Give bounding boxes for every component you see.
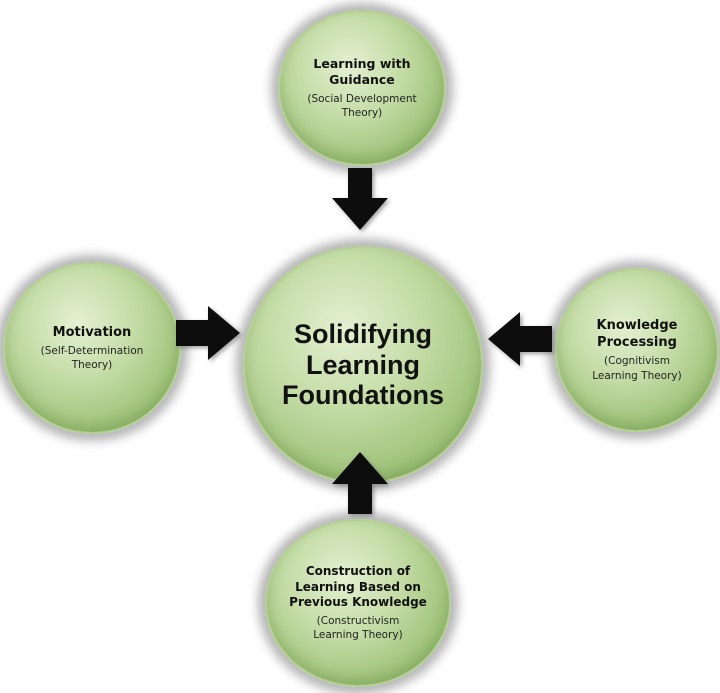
node-title: Knowledge Processing bbox=[596, 318, 678, 351]
node-subtitle: (Constructivism Learning Theory) bbox=[313, 614, 403, 641]
node-subtitle: (Self-Determination Theory) bbox=[40, 344, 144, 372]
node-title: Learning with Guidance bbox=[313, 55, 411, 88]
node-subtitle: (Cognitivism Learning Theory) bbox=[592, 355, 682, 382]
arrow-right-icon bbox=[176, 306, 240, 360]
learning-with-guidance-node: Learning with Guidance (Social Developme… bbox=[278, 10, 446, 166]
node-subtitle: (Social Development Theory) bbox=[307, 92, 417, 119]
construction-of-learning-node: Construction of Learning Based on Previo… bbox=[265, 519, 451, 687]
arrow-down-icon bbox=[332, 168, 388, 230]
arrow-left-icon bbox=[488, 312, 552, 366]
node-title: Motivation bbox=[52, 324, 132, 340]
node-title: Construction of Learning Based on Previo… bbox=[289, 563, 427, 610]
knowledge-processing-node: Knowledge Processing (Cognitivism Learni… bbox=[555, 268, 719, 432]
arrow-up-icon bbox=[332, 452, 388, 514]
solidifying-learning-foundations-node: Solidifying Learning Foundations bbox=[243, 246, 483, 484]
motivation-node: Motivation (Self-Determination Theory) bbox=[3, 262, 181, 434]
center-title: Solidifying Learning Foundations bbox=[282, 319, 444, 411]
